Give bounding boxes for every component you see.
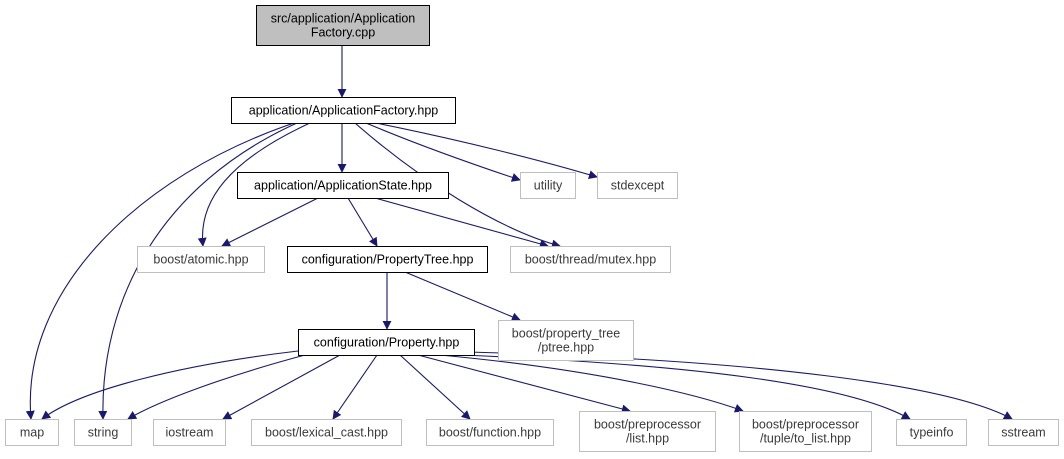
- node-label: /tuple/to_list.hpp: [760, 432, 851, 446]
- node-string: string: [74, 419, 132, 446]
- edge-app-state-hpp-to-boost-mutex: [374, 197, 549, 249]
- node-label: map: [20, 426, 44, 440]
- edge-app-state-hpp-to-property-tree-hpp: [347, 197, 378, 247]
- edge-property-hpp-to-boost-lexical-cast: [332, 354, 378, 420]
- edge-app-factory-hpp-to-utility: [365, 122, 521, 182]
- node-box: [231, 97, 456, 124]
- edge-property-hpp-to-map: [41, 350, 299, 420]
- edge-property-hpp-to-boost-pp-tuple: [439, 354, 744, 413]
- node-boost-pp-tuple: boost/preprocessor/tuple/to_list.hpp: [739, 411, 872, 452]
- node-label: boost/atomic.hpp: [153, 253, 248, 267]
- node-box: [137, 246, 265, 273]
- edge-app-state-hpp-to-boost-atomic: [221, 197, 319, 247]
- edge-property-hpp-to-iostream: [222, 354, 341, 420]
- node-label: src/application/Application: [271, 12, 416, 26]
- node-iostream: iostream: [153, 419, 226, 446]
- node-utility: utility: [520, 172, 576, 199]
- node-label: configuration/Property.hpp: [314, 336, 460, 350]
- node-map: map: [5, 419, 59, 446]
- edge-app-factory-hpp-to-stdexcept: [375, 122, 598, 179]
- node-typeinfo: typeinfo: [896, 419, 967, 446]
- node-label: boost/preprocessor: [594, 418, 701, 432]
- edge-app-factory-hpp-to-boost-atomic: [197, 122, 311, 247]
- node-label: boost/preprocessor: [752, 418, 859, 432]
- node-box: [520, 172, 576, 199]
- node-label: /ptree.hpp: [538, 341, 594, 355]
- node-box: [988, 419, 1059, 446]
- node-box: [153, 419, 226, 446]
- edge-property-hpp-to-boost-function: [399, 354, 471, 420]
- node-box: [5, 419, 59, 446]
- node-box: [251, 419, 402, 446]
- node-boost-mutex: boost/thread/mutex.hpp: [510, 246, 671, 273]
- node-box: [579, 411, 716, 452]
- node-label: Factory.cpp: [311, 26, 375, 40]
- node-boost-atomic: boost/atomic.hpp: [137, 246, 265, 273]
- node-property-tree-hpp[interactable]: configuration/PropertyTree.hpp: [287, 246, 488, 273]
- edge-property-tree-hpp-to-boost-ptree: [404, 271, 521, 322]
- node-boost-lexical-cast: boost/lexical_cast.hpp: [251, 419, 402, 446]
- nodes-layer: src/application/ApplicationFactory.cpp ap…: [5, 5, 1059, 452]
- node-boost-ptree: boost/property_tree/ptree.hpp: [498, 320, 634, 361]
- node-label: boost/function.hpp: [439, 426, 541, 440]
- node-label: application/ApplicationState.hpp: [254, 179, 432, 193]
- node-box: [498, 320, 634, 361]
- node-box: [74, 419, 132, 446]
- node-box: [237, 172, 449, 199]
- node-label: boost/thread/mutex.hpp: [525, 253, 656, 267]
- node-root[interactable]: src/application/ApplicationFactory.cpp: [256, 5, 430, 46]
- node-box: [510, 246, 671, 273]
- edge-property-hpp-to-sstream: [467, 351, 1013, 420]
- node-label: configuration/PropertyTree.hpp: [302, 253, 474, 267]
- node-label: iostream: [166, 426, 214, 440]
- node-box: [298, 329, 475, 356]
- edges-layer: [25, 45, 1013, 420]
- node-boost-pp-list: boost/preprocessor/list.hpp: [579, 411, 716, 452]
- node-label: /list.hpp: [626, 432, 669, 446]
- node-app-state-hpp[interactable]: application/ApplicationState.hpp: [237, 172, 449, 199]
- edge-property-hpp-to-boost-pp-list: [417, 354, 631, 414]
- edge-property-hpp-to-string: [127, 354, 306, 420]
- node-stdexcept: stdexcept: [597, 172, 678, 199]
- node-label: typeinfo: [910, 426, 954, 440]
- node-boost-function: boost/function.hpp: [426, 419, 554, 446]
- node-label: utility: [534, 179, 563, 193]
- edge-app-factory-hpp-to-boost-mutex: [354, 122, 561, 249]
- edge-app-factory-hpp-to-map: [25, 122, 295, 420]
- node-app-factory-hpp[interactable]: application/ApplicationFactory.hpp: [231, 97, 456, 124]
- node-box: [597, 172, 678, 199]
- node-label: sstream: [1001, 426, 1045, 440]
- node-box: [256, 5, 430, 46]
- node-label: application/ApplicationFactory.hpp: [249, 104, 439, 118]
- node-box: [896, 419, 967, 446]
- node-label: stdexcept: [611, 179, 665, 193]
- node-property-hpp[interactable]: configuration/Property.hpp: [298, 329, 475, 356]
- node-box: [739, 411, 872, 452]
- node-label: boost/lexical_cast.hpp: [265, 426, 388, 440]
- node-label: string: [88, 426, 119, 440]
- node-box: [426, 419, 554, 446]
- node-box: [287, 246, 488, 273]
- node-label: boost/property_tree: [512, 327, 620, 341]
- node-sstream: sstream: [988, 419, 1059, 446]
